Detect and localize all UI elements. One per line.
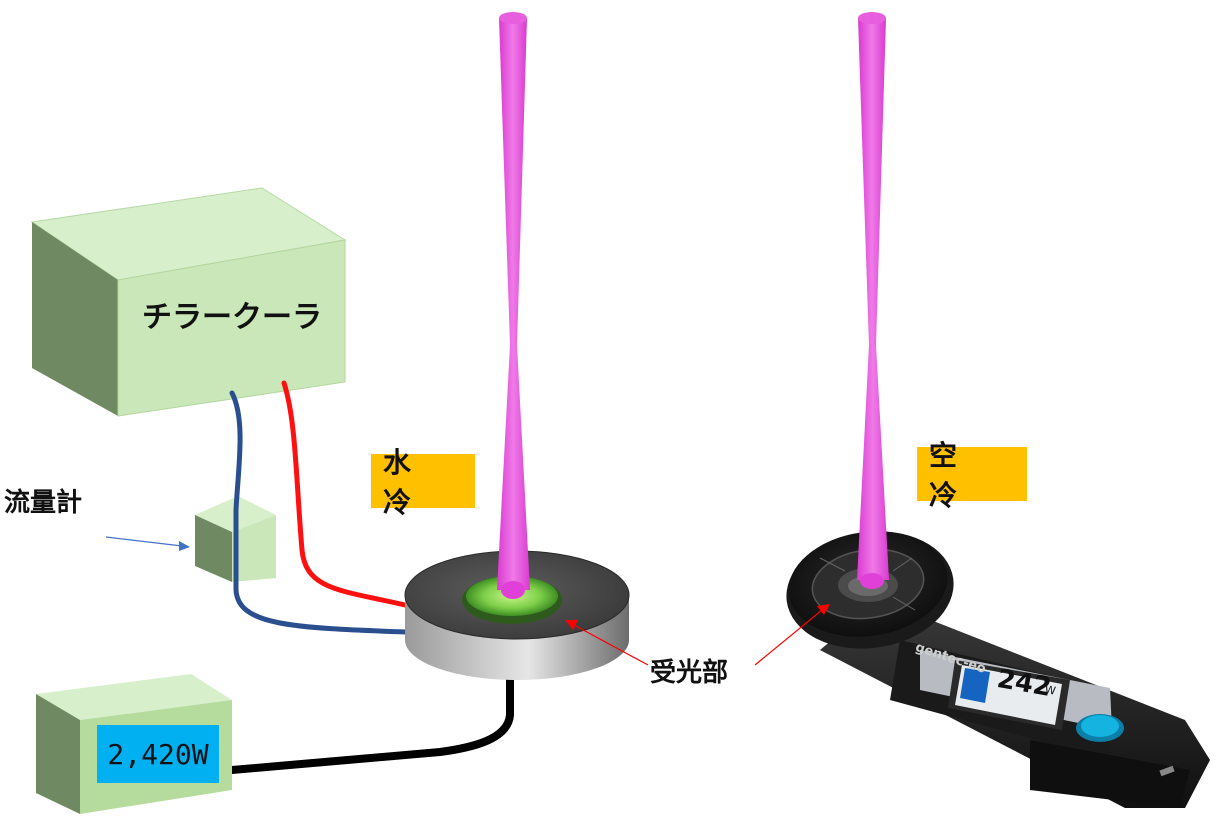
blue-water-hose bbox=[229, 390, 409, 635]
receiver-pointer-arrows bbox=[565, 604, 830, 666]
flowmeter-label: 流量計 bbox=[4, 488, 83, 518]
red-water-hose bbox=[281, 380, 408, 608]
water-cooled-sensor bbox=[404, 550, 630, 680]
water-cooled-tag: 水 冷 bbox=[371, 446, 475, 519]
chiller-unit bbox=[30, 187, 347, 417]
power-display: 2,420W bbox=[97, 725, 219, 783]
air-cooled-handheld-sensor bbox=[786, 531, 1210, 808]
chiller-label: チラークーラ bbox=[142, 300, 322, 335]
signal-cable bbox=[228, 664, 514, 774]
laser-beam-water bbox=[497, 12, 530, 599]
air-cooled-tag: 空 冷 bbox=[917, 439, 1027, 512]
flowmeter-pointer-arrow bbox=[105, 536, 190, 551]
handheld-screen-unit: W bbox=[1043, 683, 1057, 698]
laser-beam-air bbox=[857, 12, 889, 589]
receiver-label: 受光部 bbox=[650, 658, 729, 688]
